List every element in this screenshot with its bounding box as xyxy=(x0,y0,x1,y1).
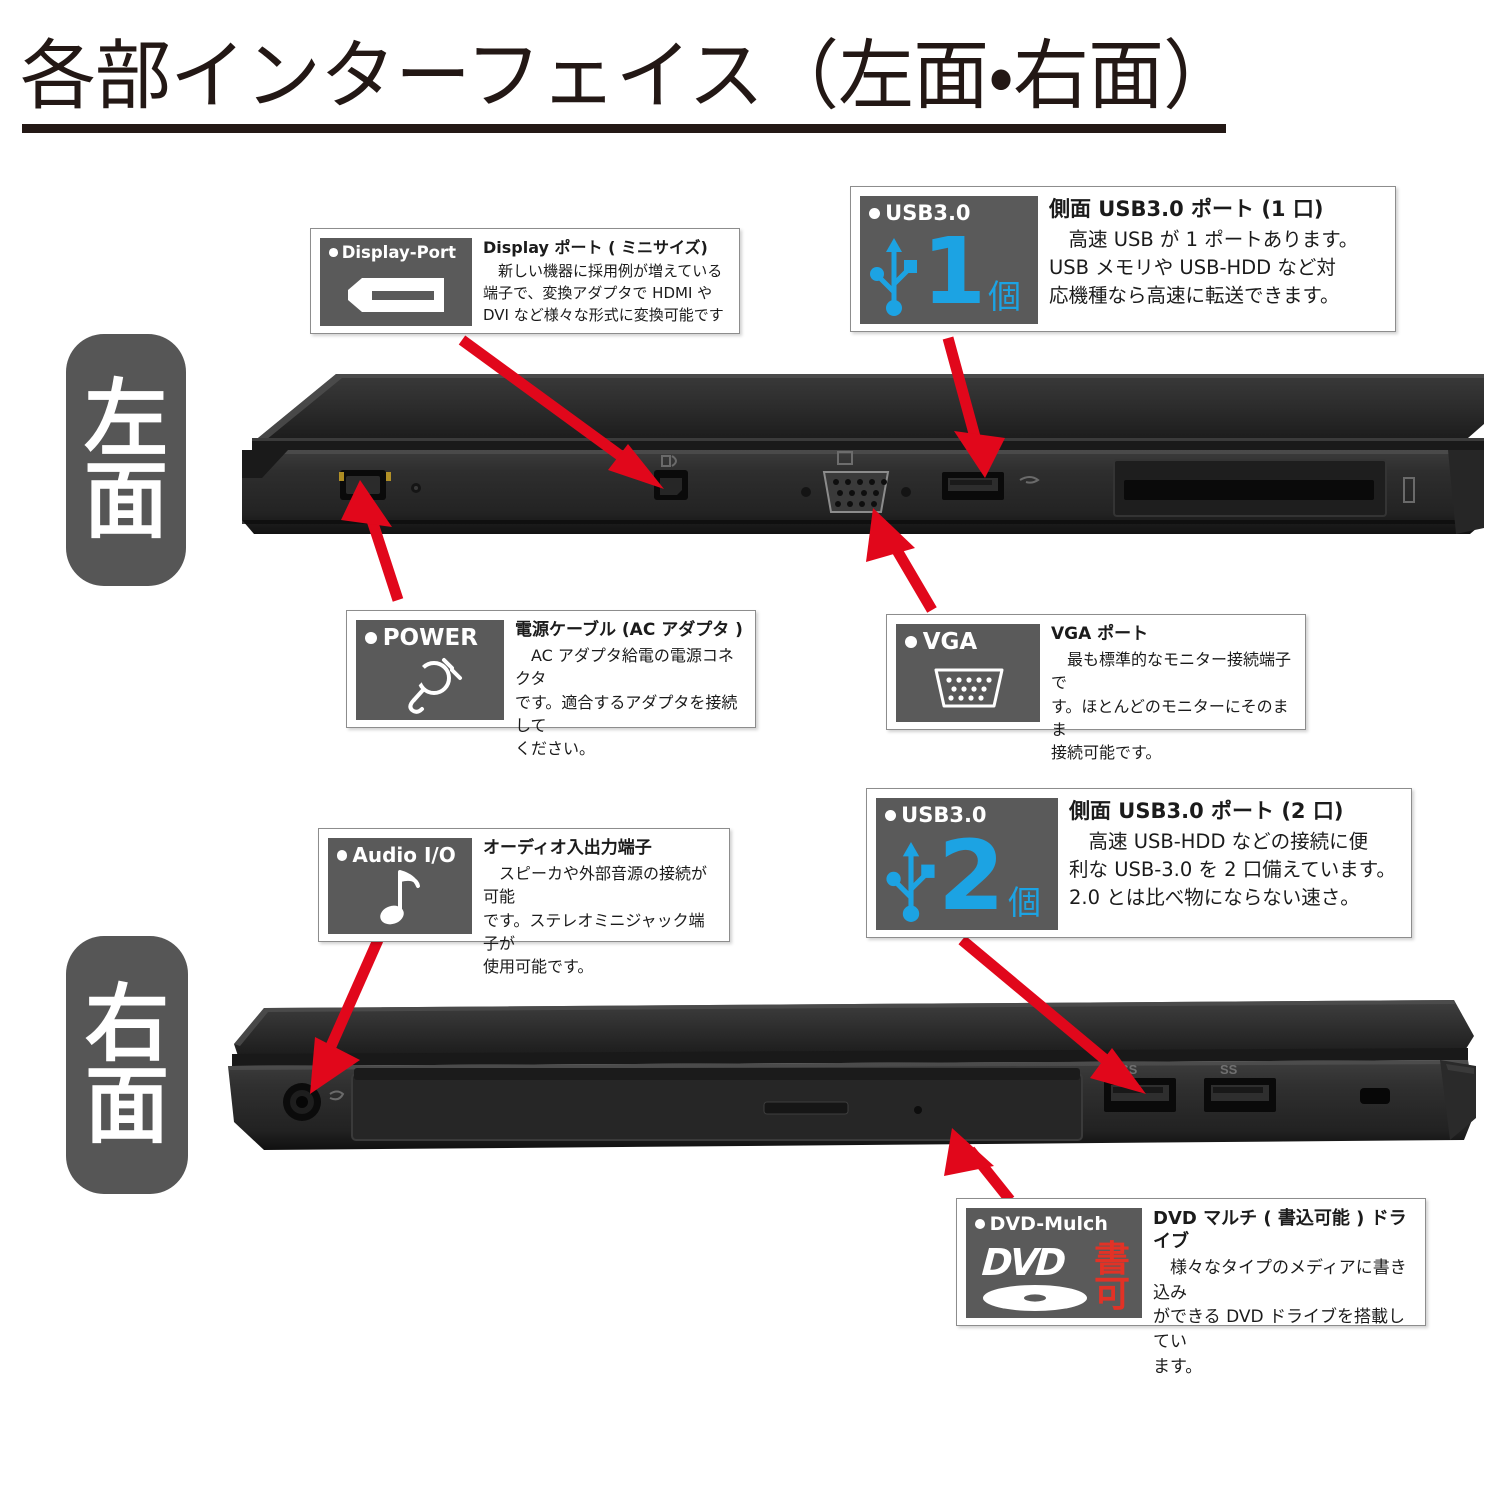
bullet-dot xyxy=(365,631,377,644)
usb3-one-text: 側面 USB3.0 ポート (1 口) 高速 USB が 1 ポートあります。 … xyxy=(1038,196,1386,309)
dvd-wordmark-text: DVD xyxy=(980,1241,1065,1284)
audio-io-heading: オーディオ入出力端子 xyxy=(483,838,652,858)
usb3-one-badge-title: USB3.0 xyxy=(869,203,971,224)
vga-connector-icon xyxy=(934,668,1004,708)
vga-heading: VGA ポート xyxy=(1051,624,1149,644)
display-port-description: 新しい機器に採用例が増えている 端子で、変換アダプタで HDMI や DVI な… xyxy=(483,262,724,325)
usb3-one-description: 高速 USB が 1 ポートあります。 USB メモリや USB-HDD など対… xyxy=(1049,228,1359,307)
display-port-badge-title: Display-Port xyxy=(329,244,456,262)
audio-io-description: スピーカや外部音源の接続が可能 です。ステレオミニジャック端子が 使用可能です。 xyxy=(483,864,708,976)
power-plug-icon xyxy=(408,658,462,714)
display-port-text: Display ポート ( ミニサイズ) 新しい機器に採用例が増えている 端子で… xyxy=(472,238,730,327)
laptop-left-side-photo xyxy=(218,352,1498,592)
display-port-heading: Display ポート ( ミニサイズ) xyxy=(483,238,708,257)
audio-io-badge-title: Audio I/O xyxy=(337,845,456,865)
audio-io-badge: Audio I/O xyxy=(328,838,472,934)
usb3-two-description: 高速 USB-HDD などの接続に便 利な USB-3.0 を 2 口備えていま… xyxy=(1069,830,1396,909)
dvd-multi-description: 様々なタイプのメディアに書き込み ができる DVD ドライブを搭載してい ます。 xyxy=(1153,1258,1407,1377)
power-text: 電源ケーブル (AC アダプタ ) AC アダプタ給電の電源コネクタ です。適合… xyxy=(504,620,746,760)
svg-text:SS: SS xyxy=(1120,1062,1138,1077)
dvd-multi-badge: DVD-Mulch DVD 書 可 xyxy=(966,1208,1142,1318)
usb3-one-heading: 側面 USB3.0 ポート (1 口) xyxy=(1049,197,1324,221)
dvd-write-stamp-line1: 書 xyxy=(1094,1239,1131,1280)
laptop-right-side-photo: SS SS xyxy=(224,990,1504,1190)
usb3-one-badge: USB3.0 1 個 xyxy=(860,196,1038,324)
usb3-one-count-unit: 個 xyxy=(988,277,1021,316)
power-heading: 電源ケーブル (AC アダプタ ) xyxy=(515,620,743,640)
callout-display-port[interactable]: Display-Port Display ポート ( ミニサイズ) 新しい機器に… xyxy=(310,228,740,334)
usb3-two-text: 側面 USB3.0 ポート (2 口) 高速 USB-HDD などの接続に便 利… xyxy=(1058,798,1402,911)
dvd-multi-badge-title: DVD-Mulch xyxy=(975,1215,1108,1234)
side-badge-right: 右 面 xyxy=(66,936,188,1194)
power-badge-title: POWER xyxy=(365,627,478,650)
vga-badge-title: VGA xyxy=(905,631,977,654)
bullet-dot xyxy=(869,207,880,219)
power-badge: POWER xyxy=(356,620,504,720)
side-badge-left-line1: 左 xyxy=(83,369,168,468)
display-port-badge: Display-Port xyxy=(320,238,472,326)
callout-vga[interactable]: VGA VGA ポート 最も標準的なモニター接続端子で す。ほとんどのモニターに… xyxy=(886,614,1306,762)
bullet-dot xyxy=(975,1219,985,1229)
power-description: AC アダプタ給電の電源コネクタ です。適合するアダプタを接続して ください。 xyxy=(515,646,738,758)
usb3-two-badge-title: USB3.0 xyxy=(885,805,987,826)
bullet-dot xyxy=(905,635,917,648)
callout-audio-io[interactable]: Audio I/O オーディオ入出力端子 スピーカや外部音源の接続が可能 です。… xyxy=(318,828,730,976)
bullet-dot xyxy=(337,850,348,861)
vga-badge: VGA xyxy=(896,624,1040,722)
audio-io-text: オーディオ入出力端子 スピーカや外部音源の接続が可能 です。ステレオミニジャック… xyxy=(472,838,720,978)
callout-dvd-multi[interactable]: DVD-Mulch DVD 書 可 DVD マルチ ( 書込可能 ) ドライブ … xyxy=(956,1198,1426,1377)
music-note-icon xyxy=(380,870,420,925)
usb-trident-icon xyxy=(870,238,917,316)
dvd-multi-text: DVD マルチ ( 書込可能 ) ドライブ 様々なタイプのメディアに書き込み が… xyxy=(1142,1208,1416,1379)
dvd-write-stamp-line2: 可 xyxy=(1094,1274,1131,1316)
displayport-connector-icon xyxy=(348,278,444,312)
usb3-two-count-unit: 個 xyxy=(1008,883,1041,922)
side-badge-right-line2: 面 xyxy=(84,1057,169,1155)
bullet-dot xyxy=(885,809,896,821)
vga-description: 最も標準的なモニター接続端子で す。ほとんどのモニターにそのまま 接続可能です。 xyxy=(1051,650,1292,762)
page-title: 各部インターフェイス（左面・右面） xyxy=(20,31,1239,120)
usb3-two-heading: 側面 USB3.0 ポート (2 口) xyxy=(1069,799,1344,823)
dvd-multi-heading: DVD マルチ ( 書込可能 ) ドライブ xyxy=(1153,1208,1407,1252)
callout-power[interactable]: POWER 電源ケーブル (AC アダプタ ) AC アダプタ給電の電源コネクタ… xyxy=(346,610,756,758)
side-badge-left: 左 面 xyxy=(66,334,186,586)
vga-text: VGA ポート 最も標準的なモニター接続端子で す。ほとんどのモニターにそのまま… xyxy=(1040,624,1296,764)
dvd-write-stamp: 書 可 xyxy=(1094,1239,1131,1316)
callout-usb3-one[interactable]: USB3.0 1 個 側面 USB3.0 ポート (1 口) 高速 USB が … xyxy=(850,186,1396,332)
usb-trident-icon xyxy=(886,842,935,922)
bullet-dot xyxy=(329,248,338,258)
usb3-two-count: 2 xyxy=(938,820,1005,930)
dvd-disc-icon: DVD xyxy=(980,1240,1090,1314)
callout-usb3-two[interactable]: USB3.0 2 個 側面 USB3.0 ポート (2 口) 高速 USB-HD… xyxy=(866,788,1412,938)
side-badge-left-line2: 面 xyxy=(83,452,168,550)
side-badge-right-line1: 右 xyxy=(84,974,169,1073)
svg-text:SS: SS xyxy=(1220,1062,1238,1077)
usb3-two-badge: USB3.0 2 個 xyxy=(876,798,1058,930)
usb3-one-count: 1 xyxy=(922,218,987,324)
title-underline xyxy=(22,124,1226,133)
